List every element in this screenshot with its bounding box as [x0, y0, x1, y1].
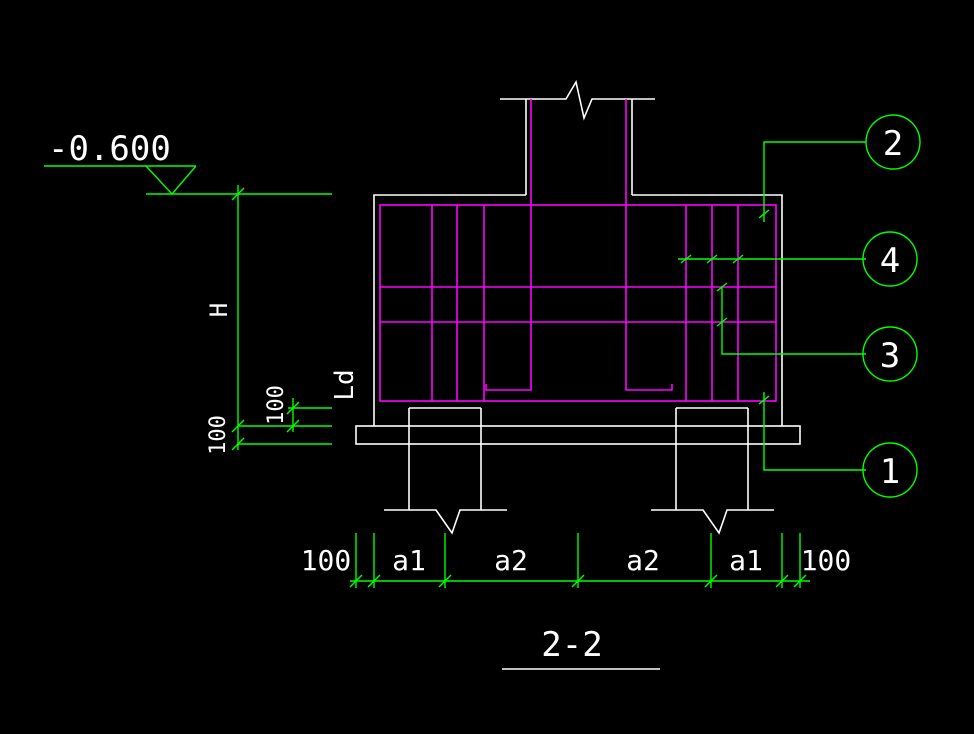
- callout-label-4: 4: [880, 241, 900, 281]
- callout-label-1: 1: [880, 452, 900, 492]
- dim-vertical-inner-100: 100: [264, 385, 289, 425]
- callout-circle-3: [862, 326, 918, 382]
- elevation-label: -0.600: [48, 129, 171, 169]
- dim-right-a1: a1: [729, 544, 763, 577]
- dim-right-a2: a2: [626, 544, 660, 577]
- dim-right-100: 100: [801, 544, 852, 577]
- rebar-layout: [379, 99, 777, 402]
- dim-left-100: 100: [301, 544, 352, 577]
- anchorage-label: Ld: [330, 369, 360, 400]
- labels: -0.600 H Ld 100 100 100 a1 a2 a2 a1 100 …: [48, 124, 903, 665]
- pile-cap-outline: [355, 79, 801, 670]
- callout-circle-1: [862, 442, 918, 498]
- height-label: H: [205, 303, 233, 317]
- callout-circle-4: [862, 231, 918, 287]
- callout-label-3: 3: [880, 336, 900, 376]
- callout-label-2: 2: [883, 124, 903, 164]
- section-title: 2-2: [541, 625, 602, 665]
- dim-left-a2: a2: [494, 544, 528, 577]
- dim-vertical-outer-100: 100: [206, 415, 231, 455]
- dimension-lines: [44, 114, 921, 588]
- callout-circle-2: [865, 114, 921, 170]
- dim-left-a1: a1: [392, 544, 426, 577]
